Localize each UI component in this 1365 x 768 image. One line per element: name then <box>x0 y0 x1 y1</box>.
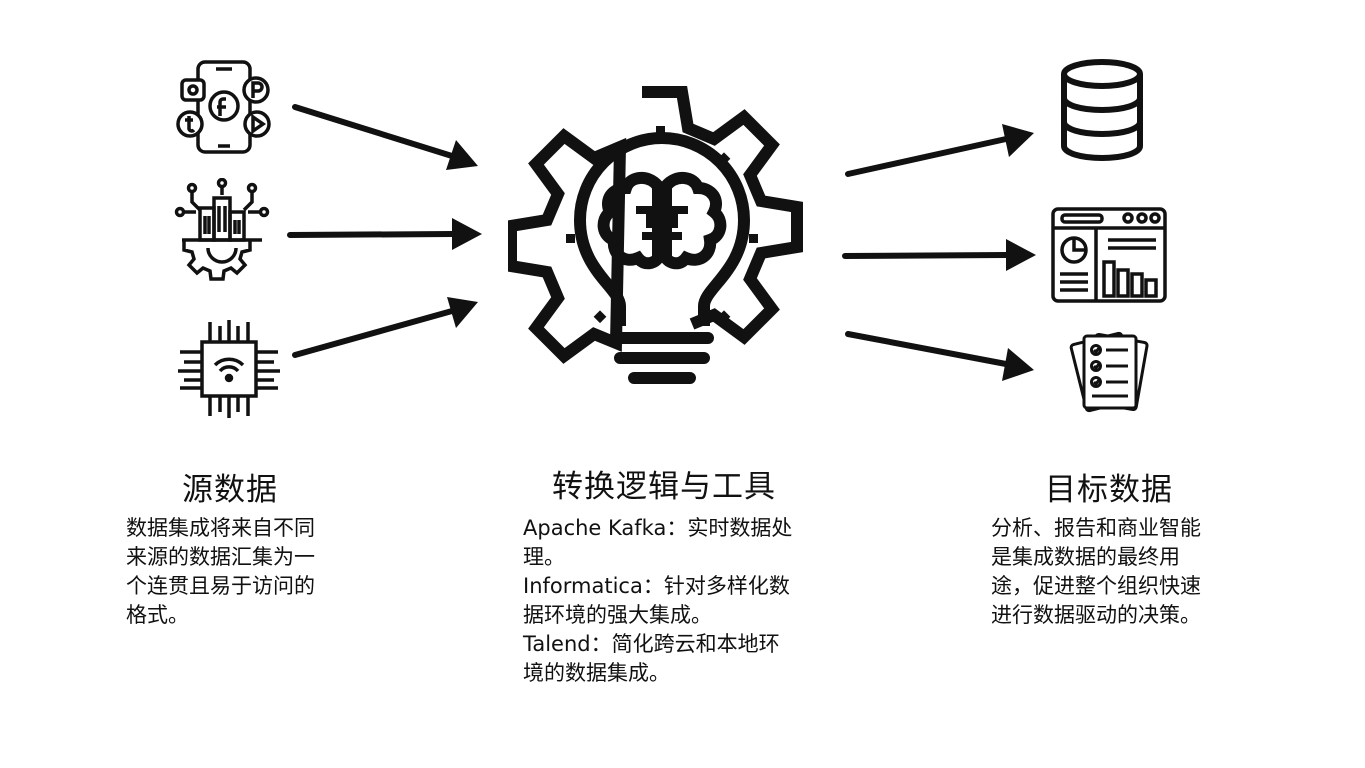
target-line: 是集成数据的最终用 <box>991 545 1180 569</box>
gear-brain-lightbulb-icon <box>508 86 816 394</box>
transform-line: 理。 <box>523 545 565 569</box>
checklist-document-icon <box>1068 330 1152 416</box>
arrow-target-2 <box>842 239 1036 271</box>
iot-chip-wifi-icon <box>176 318 282 422</box>
social-media-phone-icon <box>176 58 272 156</box>
target-line: 进行数据驱动的决策。 <box>991 603 1201 627</box>
arrow-target-3 <box>845 331 1034 381</box>
transform-line: 境的数据集成。 <box>523 661 670 685</box>
transform-description: Apache Kafka：实时数据处 理。 Informatica：针对多样化数… <box>523 514 823 688</box>
transform-line: Informatica：针对多样化数 <box>523 574 790 598</box>
target-line: 途，促进整个组织快速 <box>991 574 1201 598</box>
dashboard-window-icon <box>1050 206 1168 304</box>
target-line: 分析、报告和商业智能 <box>991 516 1201 540</box>
arrow-target-1 <box>845 124 1034 177</box>
arrow-source-3 <box>292 297 478 358</box>
source-line: 格式。 <box>126 603 189 627</box>
source-line: 数据集成将来自不同 <box>126 516 315 540</box>
transform-line: 据环境的强大集成。 <box>523 603 712 627</box>
arrow-source-1 <box>292 104 478 170</box>
source-line: 来源的数据汇集为一 <box>126 545 315 569</box>
smart-city-gear-icon <box>174 178 270 282</box>
database-icon <box>1058 58 1146 164</box>
source-title: 源数据 <box>182 472 278 508</box>
transform-line: Talend：简化跨云和本地环 <box>523 632 780 656</box>
arrow-source-2 <box>287 218 482 250</box>
source-description: 数据集成将来自不同 来源的数据汇集为一 个连贯且易于访问的 格式。 <box>126 514 346 630</box>
source-line: 个连贯且易于访问的 <box>126 574 315 598</box>
transform-line: Apache Kafka：实时数据处 <box>523 516 793 540</box>
target-description: 分析、报告和商业智能 是集成数据的最终用 途，促进整个组织快速 进行数据驱动的决… <box>991 514 1241 630</box>
target-title: 目标数据 <box>1045 472 1173 508</box>
transform-title: 转换逻辑与工具 <box>552 469 776 505</box>
